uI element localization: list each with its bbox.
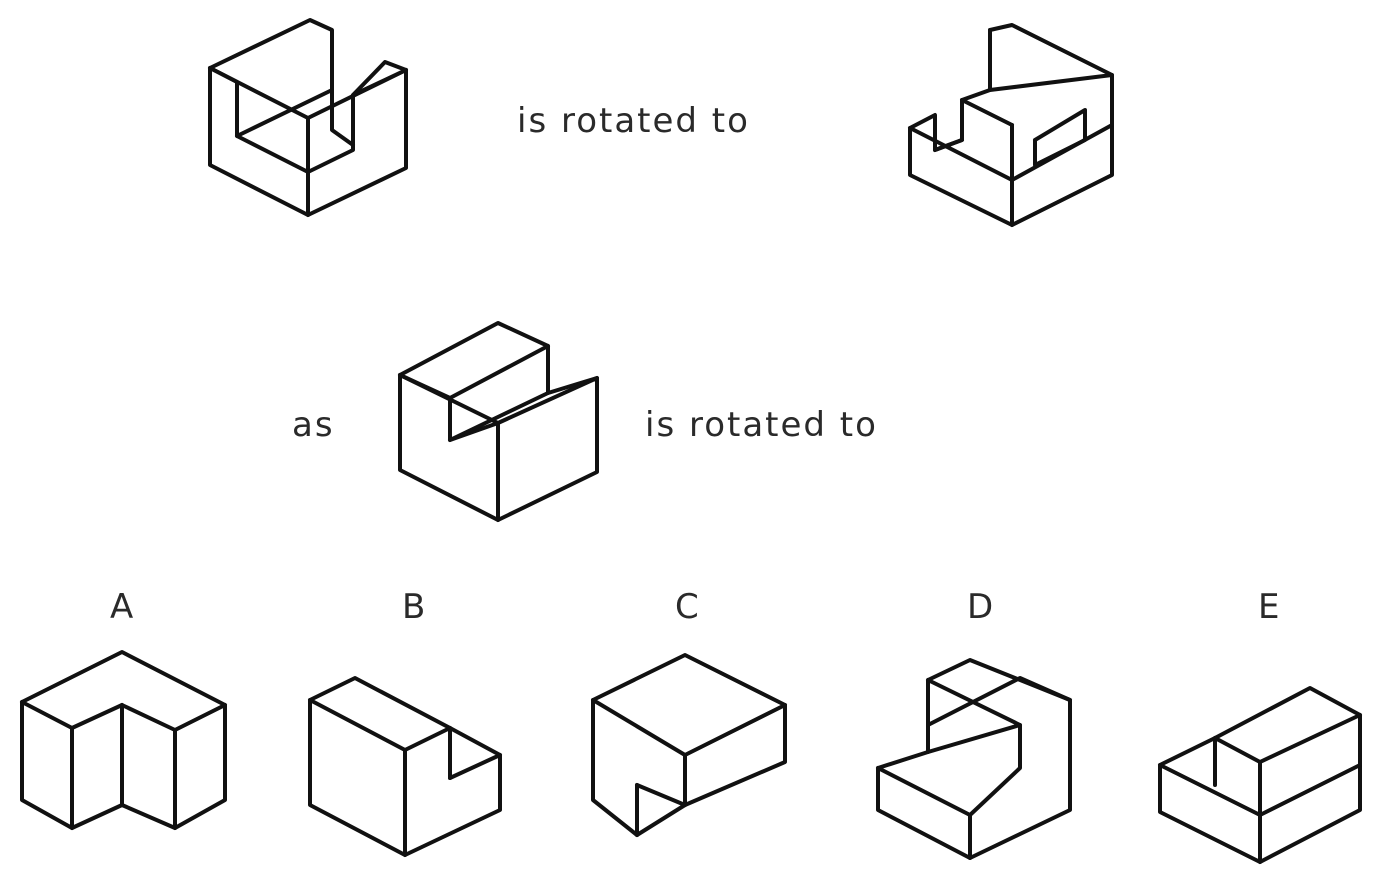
option-b-figure[interactable] (308, 676, 502, 857)
target-block-1 (908, 23, 1114, 227)
row2-prefix: as (292, 405, 335, 445)
option-a-label: A (110, 587, 133, 627)
row1-phrase: is rotated to (517, 101, 750, 141)
option-a-figure[interactable] (20, 650, 227, 830)
option-e-figure[interactable] (1158, 686, 1362, 864)
option-d-figure[interactable] (876, 658, 1072, 860)
option-c-label: C (675, 587, 699, 627)
option-b-label: B (402, 587, 425, 627)
source-block-1 (208, 18, 408, 217)
source-block-2 (398, 321, 599, 522)
option-d-label: D (967, 587, 993, 627)
row2-phrase: is rotated to (645, 405, 878, 445)
option-c-figure[interactable] (591, 653, 787, 837)
option-e-label: E (1258, 587, 1279, 627)
